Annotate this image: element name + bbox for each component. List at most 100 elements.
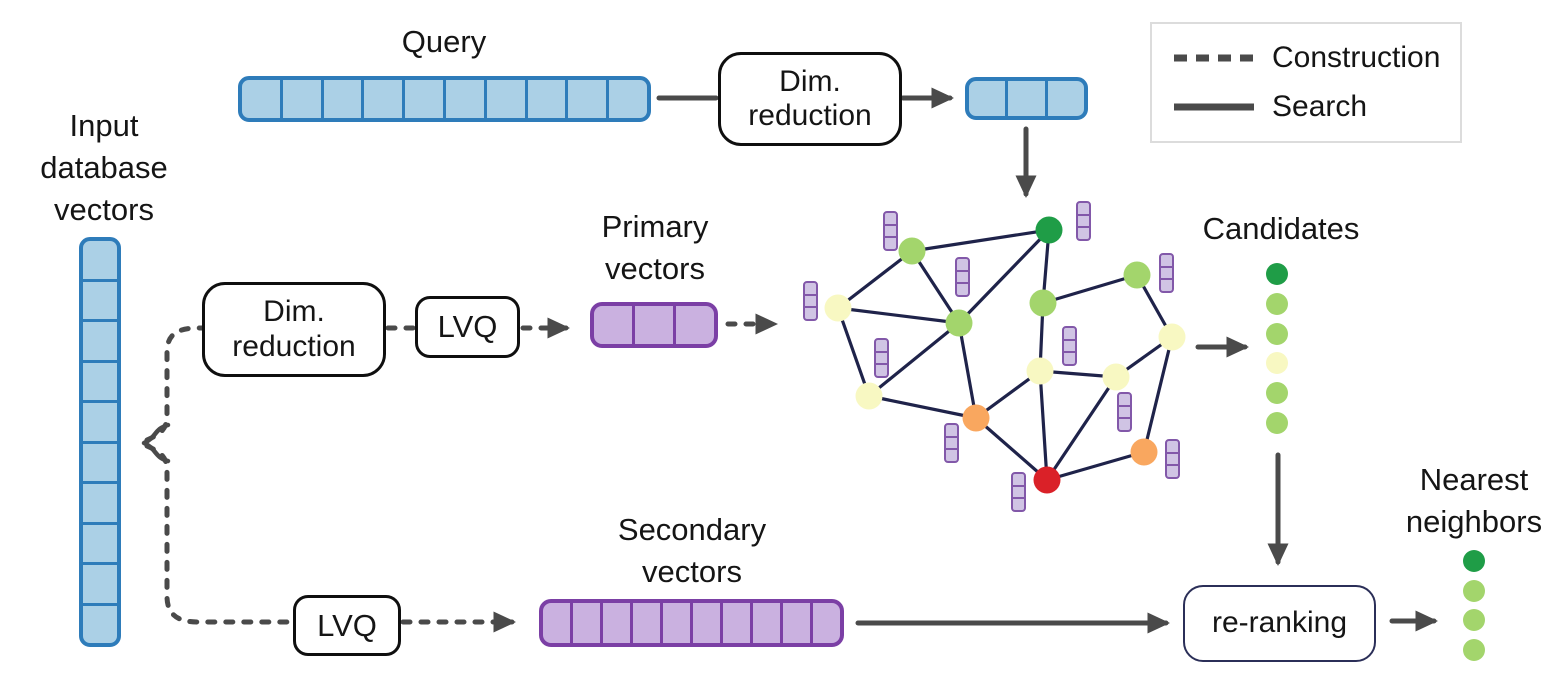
dim-reduction-box-database: Dim. reduction: [202, 282, 386, 377]
graph-node-yellow: [1158, 323, 1186, 351]
vector-cell: [83, 481, 117, 522]
graph-edge: [910, 249, 961, 325]
vector-cell: [780, 603, 810, 643]
vector-cell: [1167, 451, 1178, 465]
dim-reduction-label: Dim. reduction: [748, 64, 872, 133]
vector-cell: [1119, 404, 1130, 418]
reranking-label: re-ranking: [1211, 606, 1348, 640]
vector-cell: [957, 282, 968, 295]
vector-cell: [805, 306, 816, 319]
vector-cell: [361, 80, 402, 118]
compressed-vector-icon: [1062, 326, 1077, 366]
graph-edge: [1041, 273, 1139, 305]
vector-cell: [876, 363, 887, 376]
compressed-vector-icon: [1159, 253, 1174, 293]
vector-cell: [1064, 338, 1075, 352]
input-database-vector: [79, 237, 121, 647]
vector-cell: [565, 80, 606, 118]
compressed-vector-icon: [944, 423, 959, 463]
vector-cell: [1064, 351, 1075, 364]
graph-edge: [867, 394, 978, 420]
candidate-dot: [1266, 382, 1288, 404]
graph-node-orange: [962, 404, 990, 432]
vector-cell: [1013, 474, 1024, 485]
vector-cell: [876, 340, 887, 351]
vector-cell: [524, 80, 566, 118]
secondary-vectors-label: Secondary vectors: [617, 511, 767, 589]
vector-cell: [1064, 328, 1075, 339]
reranking-box: re-ranking: [1183, 585, 1376, 662]
graph-node-dark-green: [1035, 216, 1063, 244]
vector-cell: [1078, 226, 1089, 239]
vector-cell: [83, 241, 117, 279]
candidate-dot: [1266, 263, 1288, 285]
graph-edge: [957, 321, 978, 420]
primary-vector: [590, 302, 718, 348]
vector-cell: [1078, 213, 1089, 227]
legend-label-search: Search: [1272, 90, 1368, 123]
lvq-box-primary: LVQ: [415, 296, 520, 358]
vector-cell: [805, 283, 816, 294]
vector-cell: [885, 236, 896, 249]
vector-cell: [594, 306, 632, 344]
graph-node-yellow: [855, 382, 883, 410]
graph-node-light-green: [1029, 289, 1057, 317]
vector-cell: [805, 293, 816, 307]
vector-cell: [1005, 81, 1044, 116]
vector-cell: [1161, 278, 1172, 291]
query-label: Query: [401, 23, 487, 59]
graph-node-light-green: [898, 237, 926, 265]
vector-cell: [630, 603, 660, 643]
candidates-label: Candidates: [1202, 210, 1360, 246]
solid-line-icon: [1174, 103, 1254, 111]
nearest-neighbors-label: Nearest neighbors: [1405, 461, 1543, 539]
compressed-vector-icon: [1165, 439, 1180, 479]
vector-cell: [83, 521, 117, 563]
vector-cell: [1044, 81, 1084, 116]
graph-node-yellow: [824, 294, 852, 322]
vector-cell: [606, 80, 647, 118]
graph-edge: [836, 306, 961, 325]
compressed-vector-icon: [1117, 392, 1132, 432]
vector-cell: [543, 603, 570, 643]
vector-cell: [1167, 441, 1178, 452]
vector-cell: [1013, 497, 1024, 510]
vector-cell: [1119, 417, 1130, 430]
graph-node-light-green: [945, 309, 973, 337]
graph-edge: [1038, 369, 1049, 482]
legend: Construction Search: [1150, 22, 1462, 143]
compressed-vector-icon: [803, 281, 818, 321]
candidate-dot: [1266, 323, 1288, 345]
candidate-dot: [1266, 412, 1288, 434]
vector-cell: [720, 603, 750, 643]
vector-cell: [242, 80, 280, 118]
graph-edge: [974, 416, 1049, 482]
input-database-vectors-label: Input database vectors: [40, 107, 168, 228]
dashed-line-icon: [1174, 54, 1256, 62]
dim-reduction-box-query: Dim. reduction: [718, 52, 902, 146]
vector-cell: [1078, 203, 1089, 214]
vector-cell: [320, 80, 362, 118]
vector-cell: [570, 603, 600, 643]
vector-cell: [750, 603, 780, 643]
vector-cell: [957, 269, 968, 283]
graph-edge: [836, 249, 914, 310]
legend-item-search: Search: [1170, 90, 1442, 124]
graph-edge: [836, 306, 871, 398]
vector-cell: [632, 306, 673, 344]
vector-cell: [885, 223, 896, 237]
lvq-label: LVQ: [317, 607, 377, 643]
vector-cell: [946, 435, 957, 449]
reduced-query-vector: [965, 77, 1088, 120]
vector-cell: [442, 80, 484, 118]
graph-edge: [957, 228, 1051, 325]
vector-cell: [876, 350, 887, 364]
vector-cell: [279, 80, 321, 118]
candidate-dot: [1266, 293, 1288, 315]
graph-node-red: [1033, 466, 1061, 494]
vector-cell: [885, 213, 896, 224]
vector-cell: [946, 425, 957, 436]
graph-edge: [910, 228, 1051, 253]
graph-edge: [1142, 335, 1174, 454]
